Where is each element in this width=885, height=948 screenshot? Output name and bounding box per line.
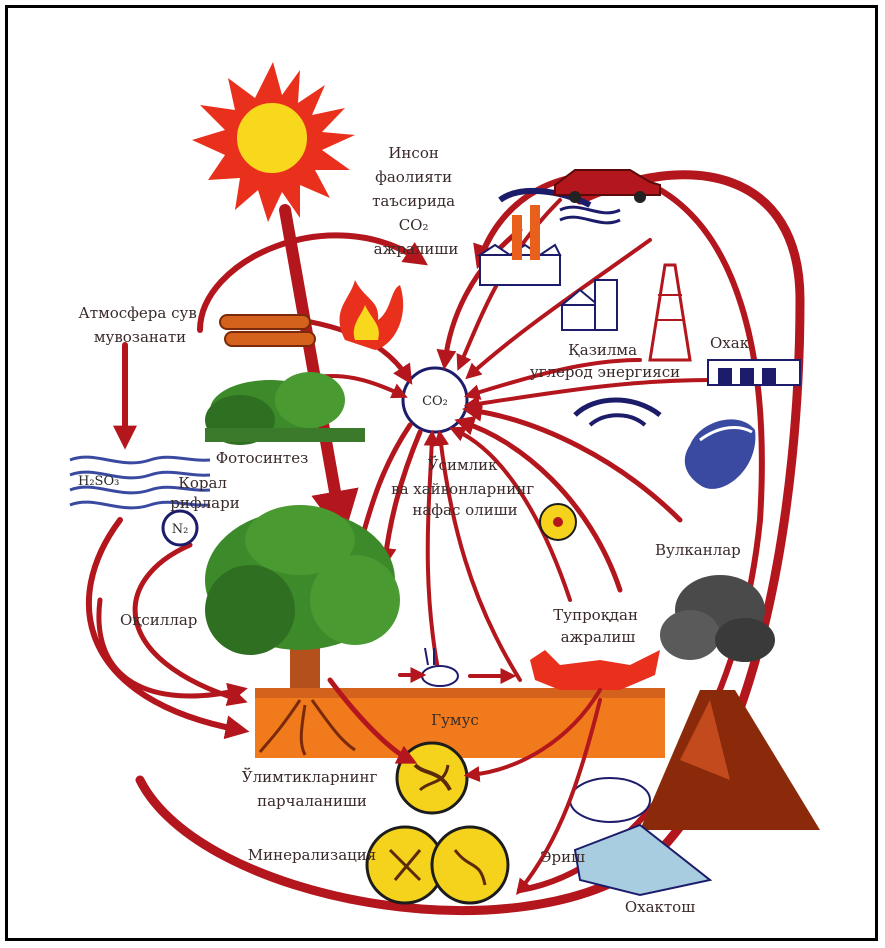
label-atmosphere-water: Атмосфера сув мувозанати bbox=[78, 304, 201, 346]
acid-water-icon bbox=[69, 455, 211, 510]
to-decomposition-arrow bbox=[327, 677, 418, 764]
left-arc-arrow bbox=[85, 517, 250, 740]
fox-to-decomposition-arrow bbox=[463, 688, 602, 782]
sunlight-arrow bbox=[279, 204, 359, 539]
decomposition-circle-icon bbox=[395, 741, 469, 815]
left-arc-arrow-2 bbox=[132, 542, 248, 707]
logs-icon bbox=[219, 314, 316, 347]
label-n2: N₂ bbox=[172, 522, 189, 537]
sun-icon bbox=[192, 62, 355, 222]
water-body-icon bbox=[684, 419, 756, 489]
to-limestone-arrow bbox=[516, 698, 602, 895]
car-icon bbox=[554, 169, 661, 203]
oil-rig-icon bbox=[648, 263, 692, 362]
cave-icon bbox=[573, 397, 662, 427]
atmosphere-arc-arrow bbox=[197, 232, 428, 333]
bushes-icon bbox=[205, 372, 365, 445]
label-limestone-rock: Охактош bbox=[625, 898, 695, 916]
label-humus: Гумус bbox=[431, 711, 479, 729]
diagram-frame bbox=[5, 5, 878, 941]
volcano-icon bbox=[640, 575, 820, 830]
bug-circle-icon bbox=[539, 503, 577, 541]
label-respiration: Ўсимлик ва хайвонларнинг нафас олиши bbox=[391, 455, 539, 519]
label-volcanoes: Вулканлар bbox=[655, 541, 741, 559]
label-decomposition: Ўлимтикларнинг парчаланиши bbox=[242, 767, 382, 810]
fire-icon bbox=[339, 280, 404, 350]
factory-icon bbox=[476, 187, 592, 286]
mineralization-circles-icon bbox=[365, 825, 510, 905]
label-photosynthesis: Фотосинтез bbox=[216, 449, 309, 467]
label-soil-release: Тупроқдан ажралиш bbox=[553, 606, 643, 646]
tree-icon bbox=[205, 505, 400, 710]
rabbit-icon bbox=[421, 647, 459, 687]
label-erosion: Эриш bbox=[540, 848, 585, 866]
outer-loop-arrow bbox=[135, 170, 805, 915]
label-human-activity: Инсон фаолияти таъсирида CO₂ ажралиши bbox=[372, 144, 460, 258]
label-proteins: Оқсиллар bbox=[120, 611, 197, 629]
storage-building-icon bbox=[559, 279, 618, 331]
smoke-waves-icon bbox=[559, 205, 621, 225]
label-fossil-carbon: Қазилма углерод энергияси bbox=[530, 341, 680, 381]
left-arc-arrow-3 bbox=[96, 597, 248, 703]
label-limestone: Охак bbox=[710, 334, 750, 352]
fox-icon bbox=[530, 650, 660, 690]
n2-circle bbox=[161, 509, 199, 547]
label-mineralization: Минерализация bbox=[248, 846, 377, 864]
label-co2: CO₂ bbox=[422, 394, 448, 409]
limestone-rock-icon bbox=[573, 823, 713, 897]
label-coral: Корал рифлари bbox=[170, 474, 239, 512]
label-h2so3: H₂SO₃ bbox=[78, 474, 119, 489]
lime-kiln-icon bbox=[707, 359, 801, 386]
roots-icon bbox=[258, 699, 356, 756]
humus-layer bbox=[255, 688, 665, 758]
cloud-icon bbox=[569, 777, 651, 823]
